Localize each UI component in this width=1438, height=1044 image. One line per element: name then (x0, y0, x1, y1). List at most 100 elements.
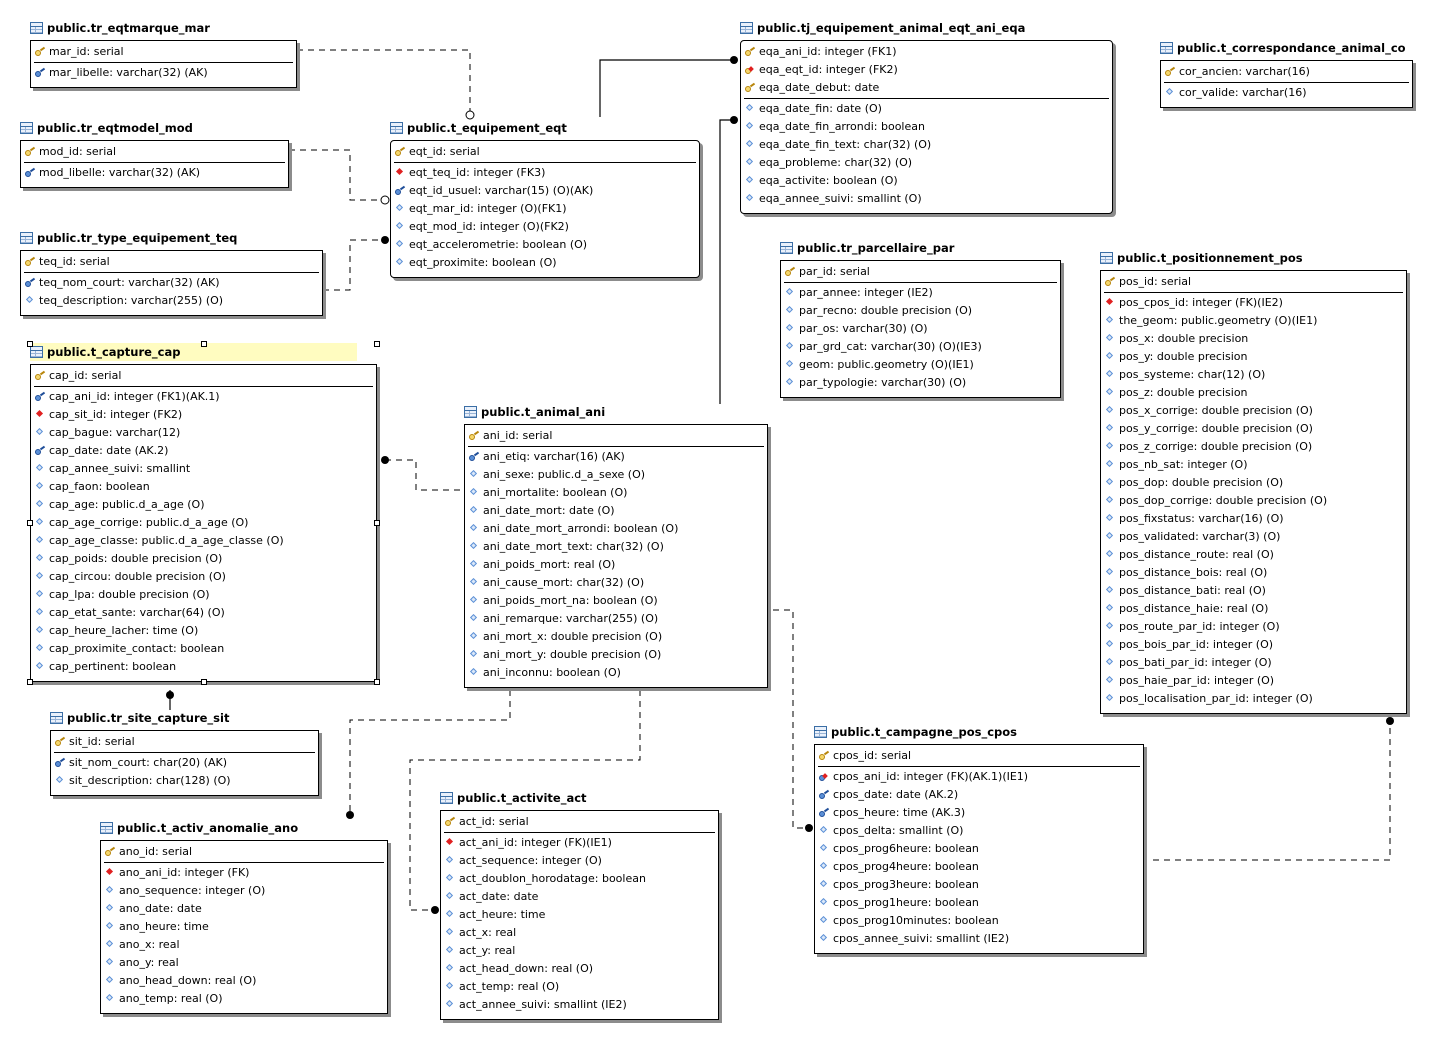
column-row[interactable]: cpos_annee_suivi: smallint (IE2) (815, 930, 1143, 948)
column-row[interactable]: act_annee_suivi: smallint (IE2) (441, 996, 718, 1014)
column-row[interactable]: cpos_date: date (AK.2) (815, 786, 1143, 804)
column-row[interactable]: pos_bois_par_id: integer (O) (1101, 636, 1406, 654)
column-row[interactable]: the_geom: public.geometry (O)(IE1) (1101, 312, 1406, 330)
column-row[interactable]: cap_age_classe: public.d_a_age_classe (O… (31, 532, 376, 550)
table-title[interactable]: public.t_correspondance_animal_co (1160, 39, 1406, 57)
column-row[interactable]: eqa_probleme: char(32) (O) (741, 154, 1112, 172)
column-row[interactable]: cpos_prog4heure: boolean (815, 858, 1143, 876)
column-row[interactable]: act_temp: real (O) (441, 978, 718, 996)
column-row[interactable]: ani_mort_y: double precision (O) (465, 646, 767, 664)
column-row[interactable]: cap_circou: double precision (O) (31, 568, 376, 586)
table-title[interactable]: public.t_activ_anomalie_ano (100, 819, 298, 837)
column-row[interactable]: eqa_date_fin: date (O) (741, 100, 1112, 118)
column-row[interactable]: ano_temp: real (O) (101, 990, 387, 1008)
column-row[interactable]: act_y: real (441, 942, 718, 960)
column-row[interactable]: cap_annee_suivi: smallint (31, 460, 376, 478)
resize-handle[interactable] (374, 341, 380, 347)
column-row[interactable]: act_heure: time (441, 906, 718, 924)
column-row[interactable]: pos_haie_par_id: integer (O) (1101, 672, 1406, 690)
column-row[interactable]: ani_mortalite: boolean (O) (465, 484, 767, 502)
column-row[interactable]: pos_dop_corrige: double precision (O) (1101, 492, 1406, 510)
column-row[interactable]: ano_date: date (101, 900, 387, 918)
column-row[interactable]: ani_date_mort_arrondi: boolean (O) (465, 520, 767, 538)
column-row[interactable]: cap_sit_id: integer (FK2) (31, 406, 376, 424)
column-row[interactable]: eqa_activite: boolean (O) (741, 172, 1112, 190)
column-row[interactable]: act_sequence: integer (O) (441, 852, 718, 870)
column-row[interactable]: eqt_accelerometrie: boolean (O) (391, 236, 699, 254)
column-row[interactable]: pos_distance_haie: real (O) (1101, 600, 1406, 618)
column-row[interactable]: sit_description: char(128) (O) (51, 772, 318, 790)
column-row[interactable]: act_ani_id: integer (FK)(IE1) (441, 834, 718, 852)
column-row[interactable]: cap_date: date (AK.2) (31, 442, 376, 460)
table-title[interactable]: public.tr_eqtmodel_mod (20, 119, 193, 137)
column-row[interactable]: par_recno: double precision (O) (781, 302, 1060, 320)
column-row[interactable]: act_doublon_horodatage: boolean (441, 870, 718, 888)
column-row[interactable]: eqt_mar_id: integer (O)(FK1) (391, 200, 699, 218)
column-row[interactable]: cap_ani_id: integer (FK1)(AK.1) (31, 388, 376, 406)
column-row[interactable]: act_id: serial (441, 813, 718, 831)
column-row[interactable]: ani_sexe: public.d_a_sexe (O) (465, 466, 767, 484)
column-row[interactable]: pos_x_corrige: double precision (O) (1101, 402, 1406, 420)
column-row[interactable]: ani_date_mort_text: char(32) (O) (465, 538, 767, 556)
column-row[interactable]: par_id: serial (781, 263, 1060, 281)
column-row[interactable]: pos_distance_bois: real (O) (1101, 564, 1406, 582)
column-row[interactable]: cpos_prog1heure: boolean (815, 894, 1143, 912)
column-row[interactable]: ano_heure: time (101, 918, 387, 936)
column-row[interactable]: ano_y: real (101, 954, 387, 972)
column-row[interactable]: ano_head_down: real (O) (101, 972, 387, 990)
column-row[interactable]: teq_nom_court: varchar(32) (AK) (21, 274, 322, 292)
column-row[interactable]: sit_nom_court: char(20) (AK) (51, 754, 318, 772)
column-row[interactable]: cap_poids: double precision (O) (31, 550, 376, 568)
column-row[interactable]: eqt_id_usuel: varchar(15) (O)(AK) (391, 182, 699, 200)
column-row[interactable]: ani_date_mort: date (O) (465, 502, 767, 520)
column-row[interactable]: eqt_id: serial (391, 143, 699, 161)
table-title[interactable]: public.tr_type_equipement_teq (20, 229, 237, 247)
table-title[interactable]: public.tj_equipement_animal_eqt_ani_eqa (740, 19, 1025, 37)
column-row[interactable]: par_typologie: varchar(30) (O) (781, 374, 1060, 392)
table-body[interactable]: eqa_ani_id: integer (FK1)eqa_eqt_id: int… (740, 40, 1113, 214)
column-row[interactable]: cpos_id: serial (815, 747, 1143, 765)
table-title[interactable]: public.t_equipement_eqt (390, 119, 567, 137)
resize-handle[interactable] (200, 679, 207, 685)
column-row[interactable]: cap_bague: varchar(12) (31, 424, 376, 442)
table-title[interactable]: public.t_campagne_pos_cpos (814, 723, 1017, 741)
column-row[interactable]: cap_age: public.d_a_age (O) (31, 496, 376, 514)
column-row[interactable]: ano_sequence: integer (O) (101, 882, 387, 900)
column-row[interactable]: pos_distance_bati: real (O) (1101, 582, 1406, 600)
column-row[interactable]: eqt_teq_id: integer (FK3) (391, 164, 699, 182)
column-row[interactable]: mar_libelle: varchar(32) (AK) (31, 64, 296, 82)
column-row[interactable]: par_grd_cat: varchar(30) (O)(IE3) (781, 338, 1060, 356)
table-title[interactable]: public.t_animal_ani (464, 403, 605, 421)
column-row[interactable]: eqa_date_debut: date (741, 79, 1112, 97)
column-row[interactable]: cap_heure_lacher: time (O) (31, 622, 376, 640)
column-row[interactable]: pos_distance_route: real (O) (1101, 546, 1406, 564)
column-row[interactable]: ano_ani_id: integer (FK) (101, 864, 387, 882)
column-row[interactable]: teq_id: serial (21, 253, 322, 271)
column-row[interactable]: cap_age_corrige: public.d_a_age (O) (31, 514, 376, 532)
resize-handle[interactable] (374, 679, 380, 685)
column-row[interactable]: cpos_delta: smallint (O) (815, 822, 1143, 840)
table-body[interactable]: act_id: serial act_ani_id: integer (FK)(I… (440, 810, 719, 1020)
column-row[interactable]: ani_etiq: varchar(16) (AK) (465, 448, 767, 466)
column-row[interactable]: pos_bati_par_id: integer (O) (1101, 654, 1406, 672)
table-body[interactable]: teq_id: serial teq_nom_court: varchar(32)… (20, 250, 323, 316)
column-row[interactable]: ani_poids_mort: real (O) (465, 556, 767, 574)
column-row[interactable]: pos_fixstatus: varchar(16) (O) (1101, 510, 1406, 528)
column-row[interactable]: ani_poids_mort_na: boolean (O) (465, 592, 767, 610)
column-row[interactable]: eqa_date_fin_arrondi: boolean (741, 118, 1112, 136)
table-title[interactable]: public.tr_site_capture_sit (50, 709, 229, 727)
column-row[interactable]: teq_description: varchar(255) (O) (21, 292, 322, 310)
column-row[interactable]: ani_mort_x: double precision (O) (465, 628, 767, 646)
column-row[interactable]: ano_id: serial (101, 843, 387, 861)
resize-handle[interactable] (27, 679, 33, 685)
column-row[interactable]: cpos_heure: time (AK.3) (815, 804, 1143, 822)
column-row[interactable]: pos_cpos_id: integer (FK)(IE2) (1101, 294, 1406, 312)
